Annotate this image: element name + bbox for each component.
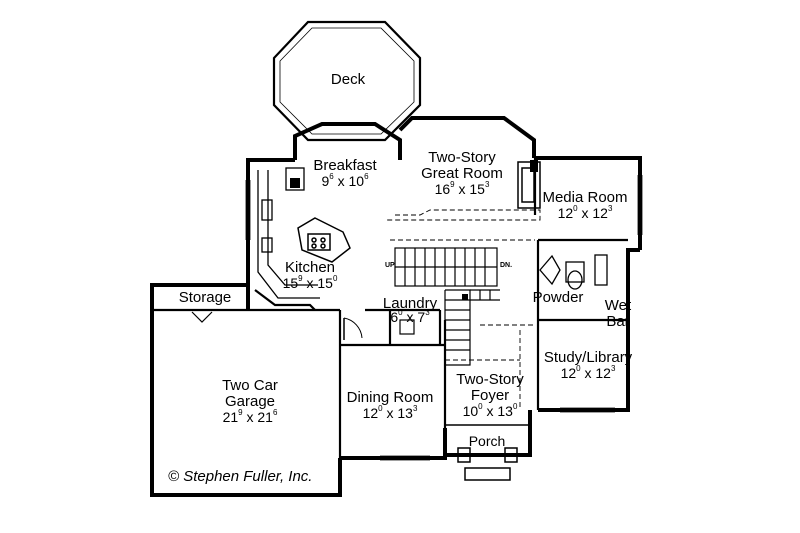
room-great-name-1: Two-Story bbox=[428, 149, 496, 166]
room-foyer-dim: 100 x 130 bbox=[462, 402, 518, 419]
room-dining-dim: 120 x 133 bbox=[362, 404, 418, 421]
stair-up-label: UP bbox=[385, 262, 395, 269]
main-stairs bbox=[394, 247, 498, 287]
room-kitchen-dim: 159 x 150 bbox=[282, 274, 338, 291]
room-powder-name: Powder bbox=[532, 289, 584, 306]
stair-down-label: DN. bbox=[500, 262, 513, 269]
room-laundry-name: Laundry bbox=[382, 295, 438, 312]
room-porch-name: Porch bbox=[468, 433, 506, 449]
room-garage-name-2: Garage bbox=[224, 393, 276, 410]
kitchen-counters bbox=[257, 167, 320, 299]
room-media-dim: 120 x 123 bbox=[557, 204, 613, 221]
room-breakfast-dim: 96 x 106 bbox=[321, 172, 369, 189]
room-media-name: Media Room bbox=[542, 189, 628, 206]
room-kitchen-name: Kitchen bbox=[284, 259, 336, 276]
room-laundry-dim: 60 x 73 bbox=[390, 308, 430, 325]
room-great-dim: 169 x 153 bbox=[434, 180, 490, 197]
foyer-stairs bbox=[444, 289, 500, 366]
room-great-name-2: Great Room bbox=[421, 165, 503, 182]
room-wetbar-name-2: Bar bbox=[606, 313, 630, 330]
copyright-credit: © Stephen Fuller, Inc. bbox=[168, 468, 313, 485]
deck-outline bbox=[272, 20, 422, 142]
room-foyer-name-2: Foyer bbox=[470, 387, 510, 404]
room-deck-name: Deck bbox=[330, 71, 366, 88]
kitchen-island bbox=[297, 217, 351, 263]
porch-outline bbox=[444, 424, 531, 481]
room-garage-name-1: Two Car bbox=[222, 377, 278, 394]
room-study-dim: 120 x 123 bbox=[560, 364, 616, 381]
interior-walls bbox=[152, 158, 628, 458]
room-storage-name: Storage bbox=[178, 289, 232, 306]
room-study-name: Study/Library bbox=[543, 349, 633, 366]
room-dining-name: Dining Room bbox=[346, 389, 434, 406]
room-wetbar-name-1: Wet bbox=[604, 297, 632, 314]
room-breakfast-name: Breakfast bbox=[313, 157, 377, 174]
room-foyer-name-1: Two-Story bbox=[456, 371, 524, 388]
room-garage-dim: 219 x 216 bbox=[222, 408, 278, 425]
